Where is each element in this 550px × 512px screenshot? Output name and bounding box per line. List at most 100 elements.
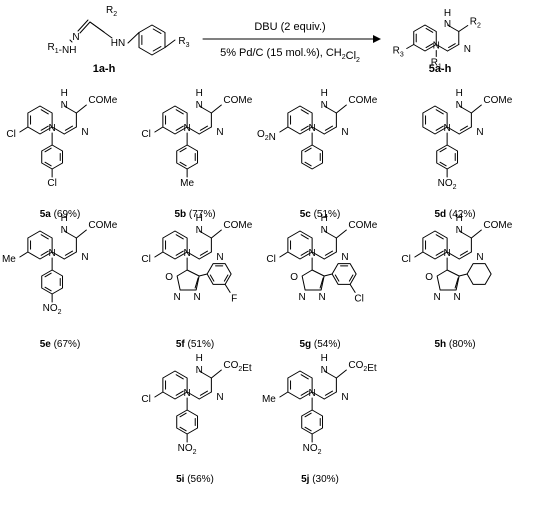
nh-hydrogen: H — [196, 353, 203, 364]
n-aryl-ring — [436, 144, 459, 170]
double-bond — [439, 161, 447, 167]
compound-label: 5g (54%) — [299, 339, 340, 350]
n-atom: N — [456, 225, 463, 236]
carbonyl-substituent: COMe — [483, 220, 512, 231]
bond — [210, 369, 222, 379]
n-atom: N — [444, 123, 451, 134]
bond — [51, 126, 65, 135]
double-bond — [348, 274, 354, 282]
n-atom: N — [216, 252, 223, 263]
bond — [198, 391, 212, 400]
compound-yield: (67%) — [51, 339, 80, 350]
furazan-o: O — [425, 272, 433, 283]
bond — [89, 21, 113, 39]
bond — [164, 39, 176, 48]
para-substituent: NO2 — [303, 443, 322, 456]
n-atom: N — [184, 388, 191, 399]
bond — [63, 230, 77, 239]
bond — [198, 105, 212, 114]
bond — [323, 391, 337, 400]
double-bond — [152, 46, 162, 52]
carbonyl-substituent: COMe — [348, 220, 377, 231]
compound-label: 5j (30%) — [301, 474, 339, 485]
n-atom: N — [196, 365, 203, 376]
double-bond — [304, 147, 312, 153]
furazan-ring — [301, 269, 325, 291]
ring-substituent: Cl — [141, 129, 150, 140]
bond — [406, 44, 415, 49]
compound-label: 5b (77%) — [174, 209, 215, 220]
double-bond — [425, 27, 434, 33]
nh-hydrogen: H — [456, 88, 463, 99]
double-bond — [300, 109, 309, 115]
bond — [335, 104, 347, 114]
bond — [414, 251, 424, 258]
arrow-head — [373, 35, 381, 43]
r2-label: R2 — [106, 5, 117, 18]
bond — [279, 251, 289, 258]
double-bond — [324, 125, 334, 131]
bond — [63, 126, 77, 135]
benzo-ring — [162, 230, 188, 260]
reagent-bottom: 5% Pd/C (15 mol.%), CH2Cl2 — [220, 47, 360, 64]
double-bond — [324, 390, 334, 396]
n-atom: N — [456, 100, 463, 111]
bond — [63, 105, 77, 114]
bond — [435, 44, 449, 52]
bond — [279, 391, 289, 398]
n-atom: N — [216, 392, 223, 403]
bond — [279, 126, 289, 133]
r1-nh-label: R1-NH — [48, 42, 77, 56]
bond — [198, 273, 208, 277]
compound-id: 5a — [40, 209, 52, 220]
compound-yield: (56%) — [184, 474, 213, 485]
carbonyl-substituent: COMe — [88, 95, 117, 106]
double-bond — [44, 147, 52, 153]
bond — [447, 44, 460, 52]
bond — [198, 251, 212, 260]
double-bond — [334, 274, 340, 282]
compound-id: 5c — [300, 209, 312, 220]
double-bond — [64, 125, 74, 131]
n-atom: N — [341, 127, 348, 138]
n-atom: N — [49, 248, 56, 259]
bond — [19, 126, 29, 133]
n-atom: N — [196, 225, 203, 236]
bond — [210, 104, 222, 114]
r3-label: R3 — [178, 36, 189, 49]
compound-yield: (30%) — [309, 474, 338, 485]
furazan-n: N — [194, 292, 201, 303]
nh-hydrogen: H — [61, 88, 68, 99]
ring-substituent: O2N — [257, 129, 276, 143]
bond — [446, 126, 460, 135]
double-bond — [435, 109, 444, 115]
para-substituent: NO2 — [178, 443, 197, 456]
compound-label: 5d (42%) — [434, 209, 475, 220]
bond — [458, 25, 469, 32]
n-aryl-ring — [176, 409, 199, 435]
furazan-n: N — [174, 292, 181, 303]
n-atom: N — [184, 123, 191, 134]
para-substituent: NO2 — [43, 303, 62, 316]
compound-yield: (51%) — [311, 209, 340, 220]
benzo-ring — [422, 105, 448, 135]
bond — [198, 230, 212, 239]
compound-id: 5h — [434, 339, 446, 350]
bond — [458, 273, 468, 277]
double-bond — [199, 125, 209, 131]
double-bond — [300, 125, 309, 131]
double-bond — [194, 277, 199, 289]
n-atom: N — [184, 248, 191, 259]
ring-substituent: Cl — [6, 129, 15, 140]
bond — [470, 104, 482, 114]
double-bond — [448, 43, 456, 49]
benzo-ring — [287, 370, 313, 400]
